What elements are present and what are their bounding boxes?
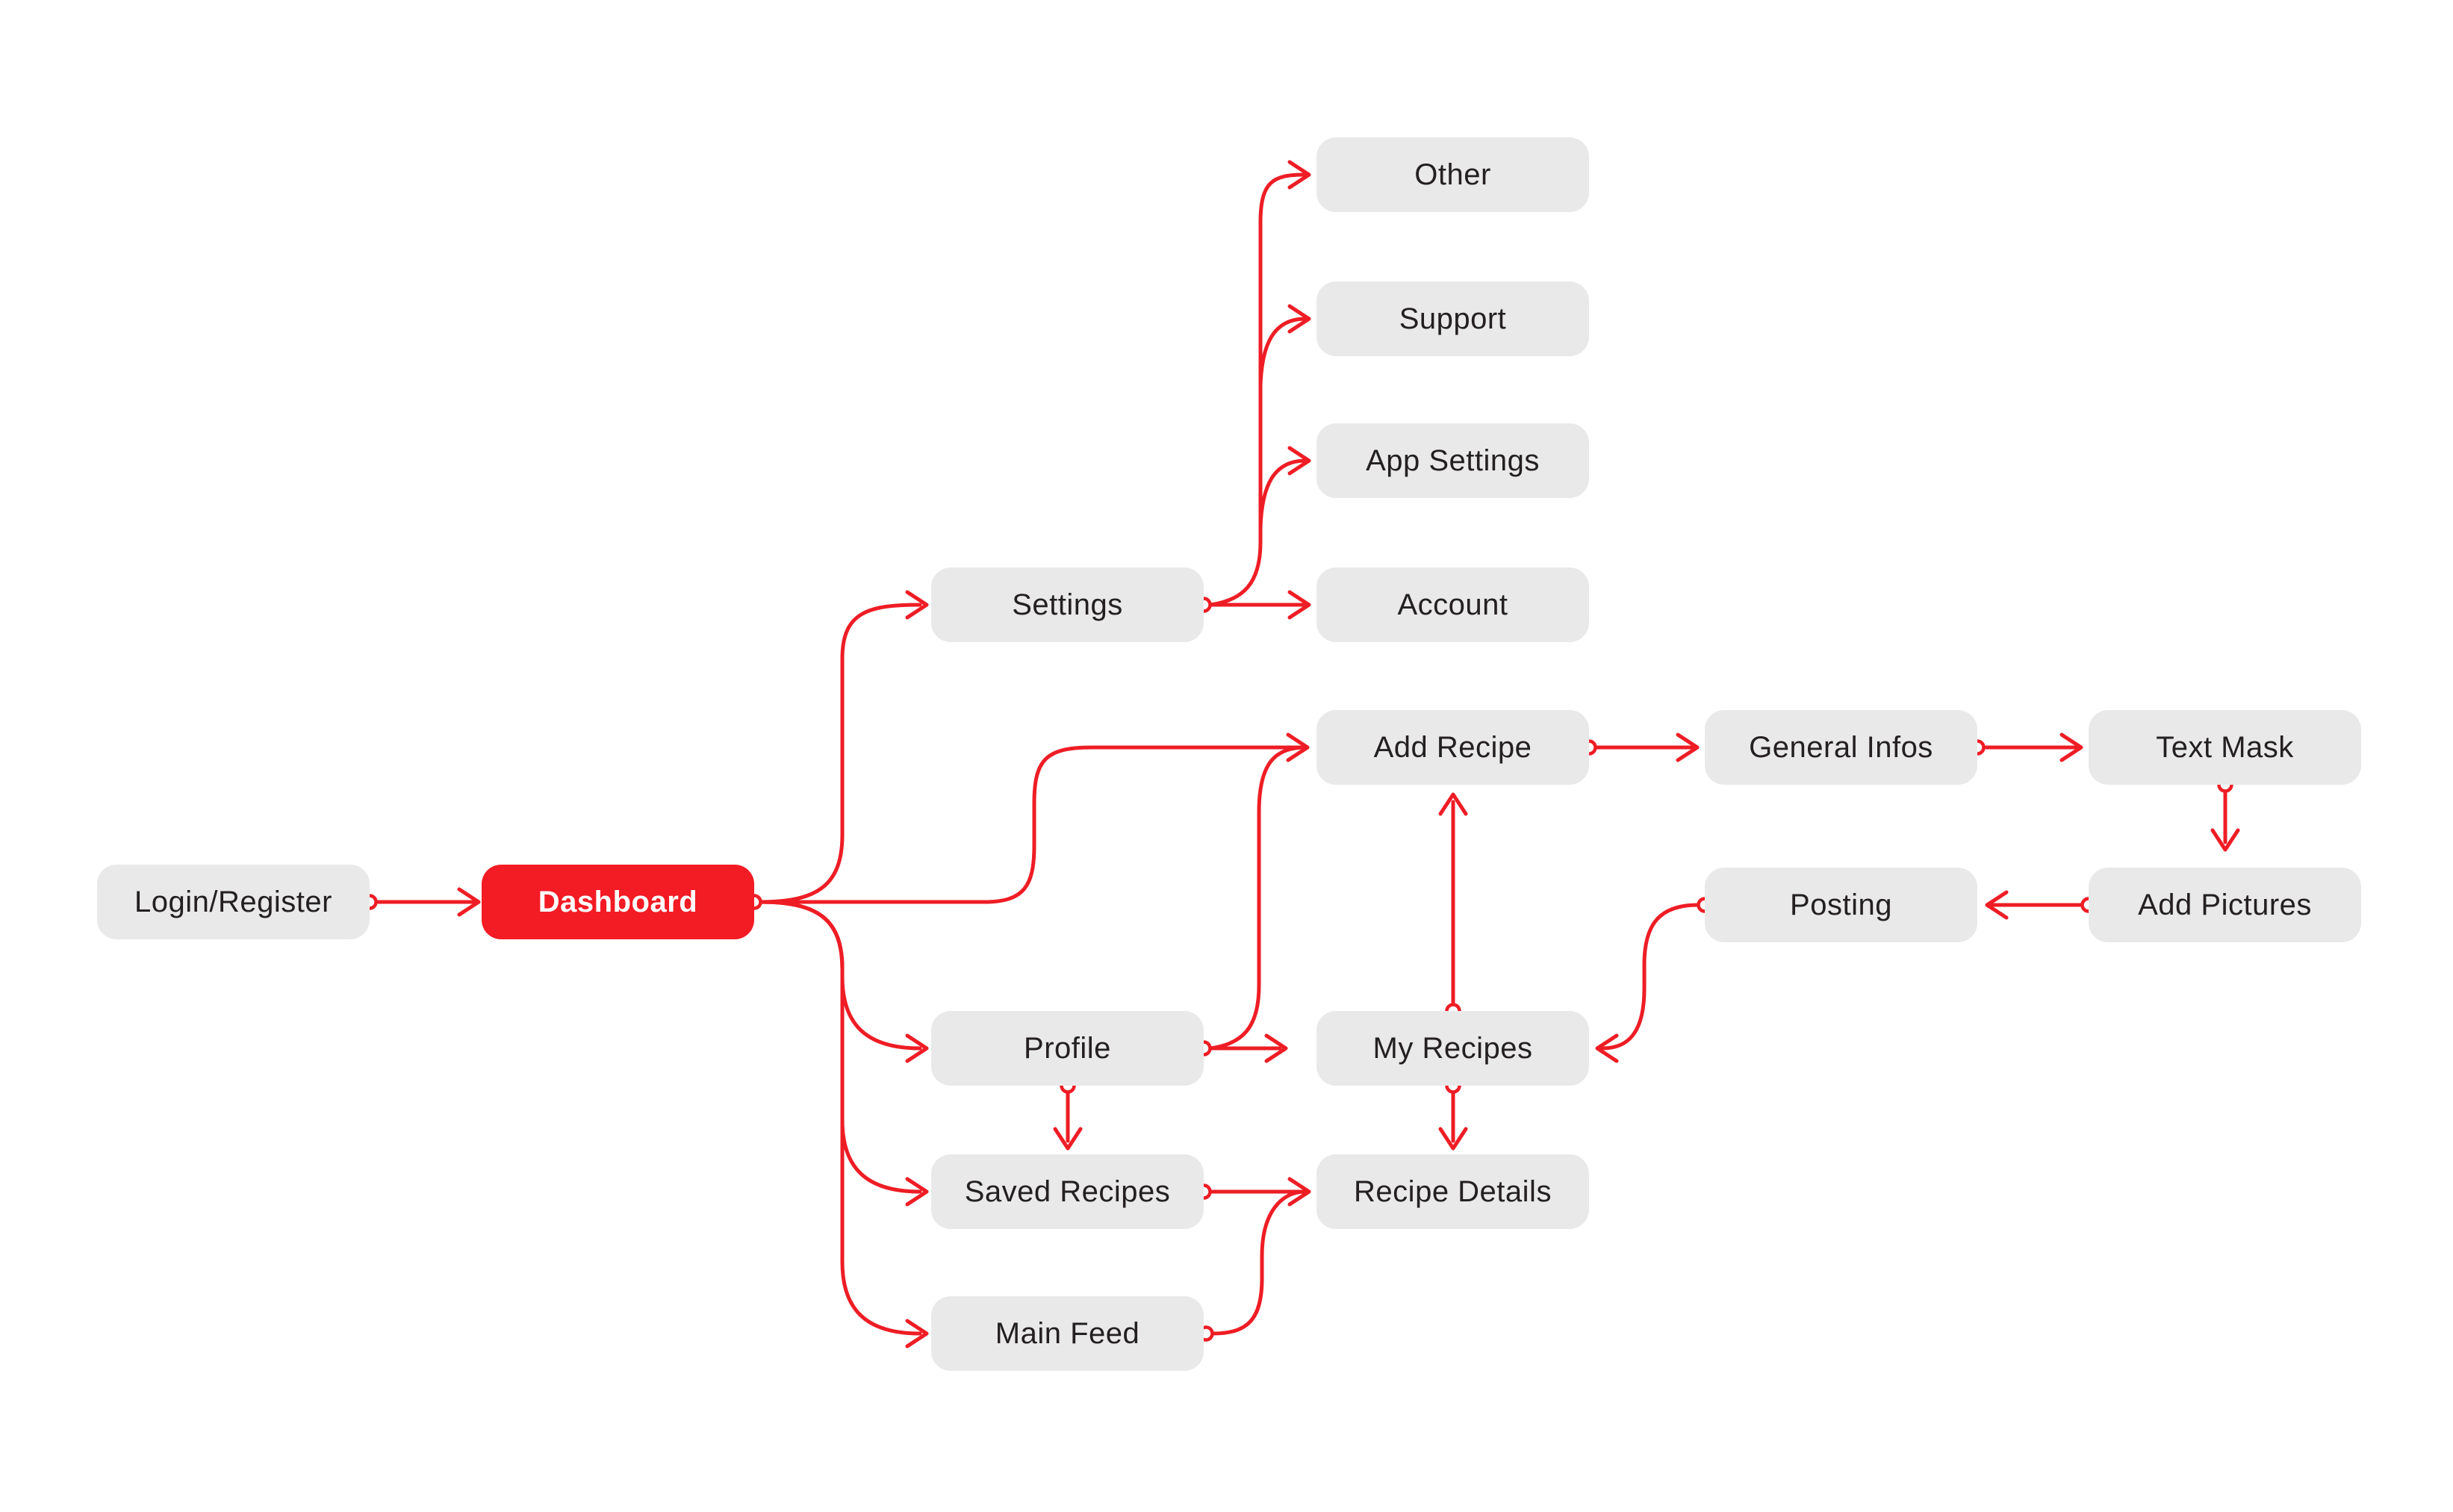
node-profile-label: Profile [1024, 1031, 1111, 1065]
node-profile[interactable]: Profile [931, 1011, 1204, 1086]
node-add-recipe[interactable]: Add Recipe [1316, 710, 1589, 785]
edge-dashboard-to-main-feed-line [759, 900, 922, 1336]
edge-add-pictures-to-posting-arrowhead-icon [1985, 890, 2009, 920]
node-posting[interactable]: Posting [1705, 868, 1977, 942]
node-add-pictures-label: Add Pictures [2138, 888, 2312, 921]
node-app-settings[interactable]: App Settings [1316, 423, 1589, 498]
edge-settings-to-account-arrowhead-icon [1287, 590, 1311, 620]
node-my-recipes-label: My Recipes [1372, 1031, 1533, 1065]
node-login-register[interactable]: Login/Register [97, 865, 370, 939]
edge-dashboard-to-profile-line [759, 900, 922, 1051]
edge-saved-recipes-to-recipe-details-arrowhead-icon [1287, 1177, 1311, 1207]
node-account-label: Account [1397, 588, 1508, 621]
edge-my-recipes-to-add-recipe-arrowhead-icon [1438, 792, 1468, 816]
node-text-mask-label: Text Mask [2156, 730, 2294, 764]
edge-dashboard-to-saved-recipes-line [759, 900, 922, 1194]
node-app-settings-label: App Settings [1366, 444, 1540, 477]
edge-general-infos-to-text-mask-arrowhead-icon [2059, 732, 2083, 762]
node-settings-label: Settings [1012, 588, 1123, 621]
edge-profile-to-saved-recipes-arrowhead-icon [1053, 1127, 1083, 1151]
edge-dashboard-to-add-recipe-arrowhead-icon [1286, 732, 1310, 762]
node-general-infos[interactable]: General Infos [1705, 710, 1977, 785]
edge-dashboard-to-settings-line [759, 603, 922, 904]
edge-login-register-to-dashboard-arrowhead-icon [457, 887, 481, 917]
node-support[interactable]: Support [1316, 281, 1589, 356]
edge-settings-to-app-settings-line [1258, 458, 1306, 529]
edge-settings-to-app-settings-arrowhead-icon [1287, 446, 1311, 476]
node-settings[interactable]: Settings [931, 567, 1204, 642]
edge-profile-to-add-recipe-line [1208, 745, 1308, 1051]
node-text-mask[interactable]: Text Mask [2089, 710, 2361, 785]
node-other-label: Other [1414, 158, 1491, 191]
edge-dashboard-to-saved-recipes-arrowhead-icon [905, 1177, 929, 1207]
node-add-recipe-label: Add Recipe [1373, 730, 1532, 764]
node-main-feed[interactable]: Main Feed [931, 1296, 1204, 1371]
node-saved-recipes-label: Saved Recipes [964, 1175, 1171, 1208]
edge-posting-to-my-recipes-arrowhead-icon [1595, 1033, 1619, 1063]
edge-dashboard-to-profile-arrowhead-icon [905, 1033, 929, 1063]
node-saved-recipes[interactable]: Saved Recipes [931, 1154, 1204, 1229]
edge-main-feed-to-recipe-details-line [1210, 1189, 1308, 1336]
node-recipe-details-label: Recipe Details [1354, 1175, 1552, 1208]
node-main-feed-label: Main Feed [995, 1316, 1140, 1350]
node-support-label: Support [1399, 302, 1507, 335]
node-login-register-label: Login/Register [134, 885, 332, 918]
node-my-recipes[interactable]: My Recipes [1316, 1011, 1589, 1086]
edge-settings-to-other-arrowhead-icon [1287, 160, 1311, 190]
edge-text-mask-to-add-pictures-arrowhead-icon [2210, 828, 2240, 852]
edge-dashboard-to-settings-arrowhead-icon [905, 590, 929, 620]
edge-add-recipe-to-general-infos-arrowhead-icon [1676, 732, 1700, 762]
node-account[interactable]: Account [1316, 567, 1589, 642]
edge-posting-to-my-recipes-line [1600, 903, 1700, 1051]
node-recipe-details[interactable]: Recipe Details [1316, 1154, 1589, 1229]
node-dashboard[interactable]: Dashboard [482, 865, 754, 939]
edge-settings-to-support-line [1258, 317, 1306, 388]
edge-my-recipes-to-recipe-details-arrowhead-icon [1438, 1127, 1468, 1151]
node-posting-label: Posting [1790, 888, 1892, 921]
node-other[interactable]: Other [1316, 137, 1589, 212]
edge-settings-to-support-arrowhead-icon [1287, 304, 1311, 334]
edge-dashboard-to-main-feed-arrowhead-icon [905, 1319, 929, 1348]
edge-profile-forward-arrow-arrowhead-icon [1264, 1033, 1288, 1063]
node-dashboard-label: Dashboard [538, 885, 698, 918]
edge-settings-to-other-line [1208, 172, 1306, 607]
edge-dashboard-to-add-recipe-line [759, 745, 1303, 904]
node-general-infos-label: General Infos [1749, 730, 1933, 764]
node-add-pictures[interactable]: Add Pictures [2089, 868, 2361, 942]
